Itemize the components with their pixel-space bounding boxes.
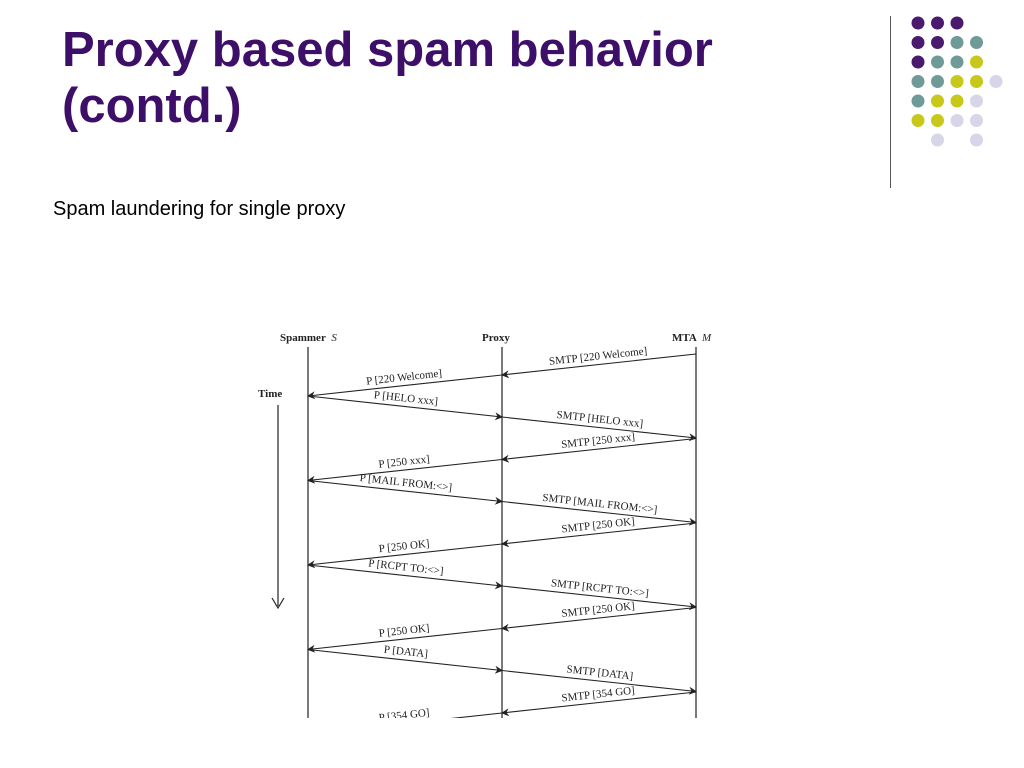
- message-arrow: [501, 606, 697, 632]
- message-arrow: [501, 669, 697, 695]
- message-arrow: [501, 691, 697, 717]
- message-label: P [354 GO]: [378, 707, 430, 720]
- message-label: SMTP [HELO xxx]: [556, 409, 644, 430]
- message-arrow: [501, 500, 697, 526]
- time-axis-label: Time: [258, 388, 282, 400]
- message-arrow: [501, 416, 697, 442]
- message-arrow: [501, 437, 697, 463]
- message-label: P [250 OK]: [378, 538, 430, 555]
- message-label: P [250 OK]: [378, 622, 430, 639]
- message-label: P [220 Welcome]: [366, 367, 443, 387]
- message-arrow: [307, 627, 503, 653]
- slide-title: Proxy based spam behavior (contd.): [62, 22, 862, 134]
- time-axis-arrowhead-icon: [271, 597, 285, 610]
- message-label: SMTP [DATA]: [566, 663, 634, 682]
- message-arrow: [501, 353, 697, 379]
- message-label: SMTP [250 xxx]: [561, 431, 636, 451]
- slide-subtitle: Spam laundering for single proxy: [53, 198, 346, 220]
- participant-mta-label: MTA M: [672, 332, 712, 344]
- sequence-diagram: Spammer S Proxy MTA M Time SMTP [220 Wel…: [258, 332, 712, 720]
- message-arrow: [307, 479, 503, 505]
- title-line-2: (contd.): [62, 79, 242, 133]
- message-label: SMTP [354 GO]: [561, 685, 635, 705]
- participant-proxy-label: Proxy: [482, 332, 510, 344]
- message-arrow: [307, 543, 503, 569]
- participant-spammer-label: Spammer S: [280, 332, 337, 344]
- message-label: P [DATA]: [383, 644, 428, 661]
- message-arrow: [307, 564, 503, 590]
- message-arrow: [501, 522, 697, 548]
- message-label: P [HELO xxx]: [373, 389, 438, 408]
- message-label: SMTP [250 OK]: [561, 516, 635, 536]
- message-label: SMTP [250 OK]: [561, 600, 635, 620]
- message-label: P [250 xxx]: [378, 453, 431, 470]
- message-arrow: [307, 374, 503, 400]
- message-arrow: [307, 458, 503, 484]
- message-arrow: [501, 585, 697, 611]
- message-arrow: [450, 712, 503, 718]
- header-divider: [890, 16, 891, 188]
- message-arrow: [307, 395, 503, 421]
- message-label: P [RCPT TO:<>]: [368, 558, 444, 578]
- title-line-1: Proxy based spam behavior: [62, 23, 713, 77]
- message-arrow: [307, 648, 503, 674]
